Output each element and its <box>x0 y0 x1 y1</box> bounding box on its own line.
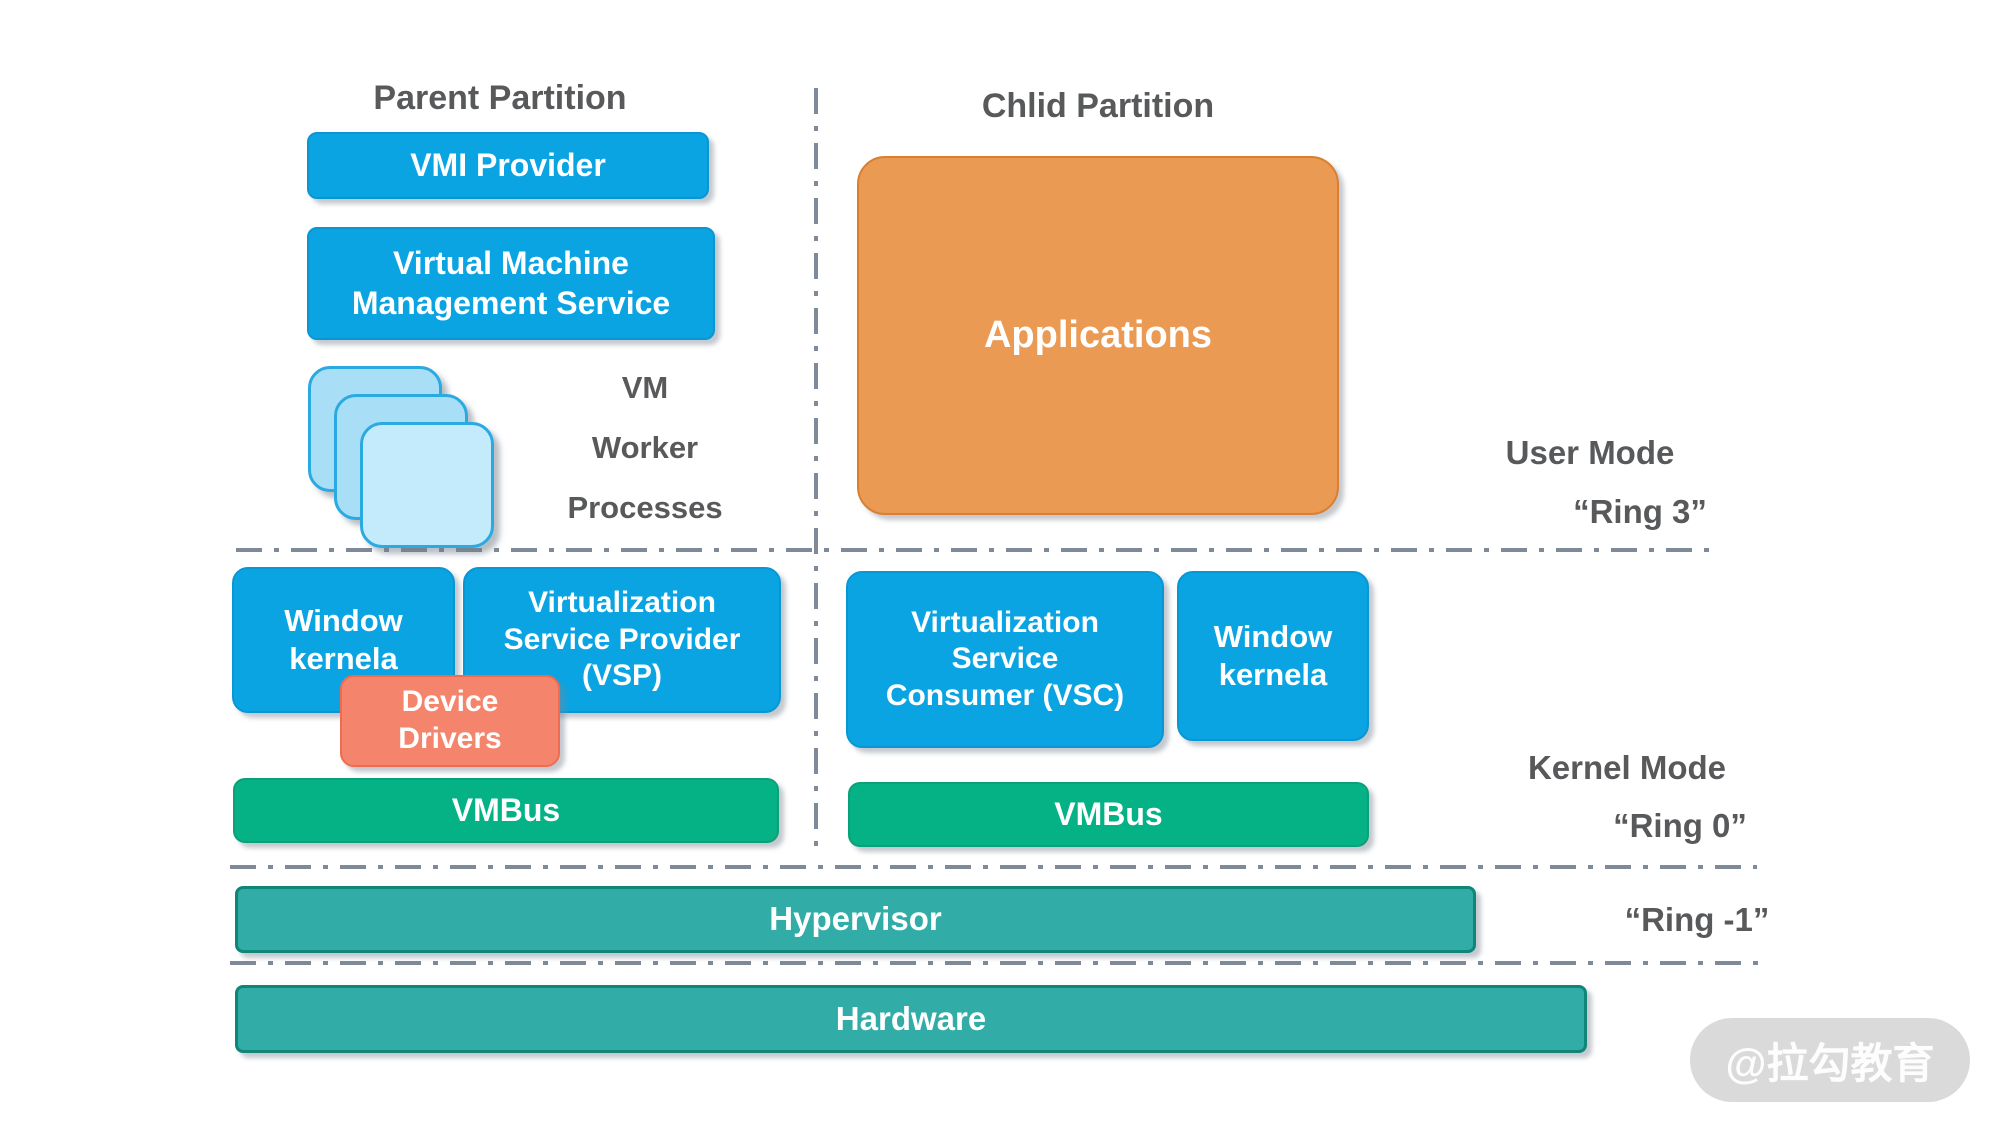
device-drivers-line1: Device <box>401 685 499 719</box>
parent-partition-title: Parent Partition <box>373 79 627 117</box>
hypervisor-label: Hypervisor <box>769 900 942 938</box>
vsc-line1: Virtualization <box>911 605 1099 639</box>
vm-worker-line3: Processes <box>567 490 723 526</box>
child-partition-title: Chlid Partition <box>981 87 1215 125</box>
window-kernel-left-line2: kernela <box>289 641 398 676</box>
vsc-box: Virtualization Service Consumer (VSC) <box>846 571 1164 748</box>
ring-minus1-label: “Ring -1” <box>1624 901 1770 938</box>
vsp-line1: Virtualization <box>528 586 716 620</box>
vmi-provider-box: VMI Provider <box>307 132 709 199</box>
window-kernel-right-box: Window kernela <box>1177 571 1369 741</box>
vmi-provider-label: VMI Provider <box>410 146 606 183</box>
ring0-label: “Ring 0” <box>1613 807 1747 844</box>
window-kernel-right-line2: kernela <box>1218 657 1328 692</box>
vsp-line3: (VSP) <box>581 659 662 693</box>
vmbus-left-bar: VMBus <box>233 778 779 843</box>
applications-label: Applications <box>983 314 1213 357</box>
hardware-label: Hardware <box>835 999 987 1037</box>
window-kernel-right-line1: Window <box>1213 619 1333 655</box>
hypervisor-bar: Hypervisor <box>235 886 1476 953</box>
device-drivers-box: Device Drivers <box>340 675 560 767</box>
watermark-text: @拉勾教育 <box>1725 1039 1935 1087</box>
vm-worker-processes-label: VM Worker Processes <box>540 358 750 538</box>
vmbus-right-bar: VMBus <box>848 782 1369 847</box>
vsp-line2: Service Provider <box>503 622 741 656</box>
vsc-line2: Service <box>951 642 1059 676</box>
vm-worker-line1: VM <box>621 370 669 406</box>
kernel-mode-label: Kernel Mode <box>1527 749 1727 786</box>
vmbus-right-label: VMBus <box>1054 795 1163 832</box>
vm-management-service-box: Virtual Machine Management Service <box>307 227 715 340</box>
user-mode-label: User Mode <box>1505 434 1675 471</box>
vmms-label-line2: Management Service <box>351 284 671 321</box>
applications-box: Applications <box>857 156 1339 515</box>
vmms-label-line1: Virtual Machine <box>393 245 629 282</box>
vmbus-left-label: VMBus <box>451 791 561 828</box>
vm-worker-line2: Worker <box>591 430 699 466</box>
ring3-label: “Ring 3” <box>1573 493 1707 530</box>
vsc-line3: Consumer (VSC) <box>885 678 1125 712</box>
window-kernel-left-line1: Window <box>284 603 403 639</box>
vm-process-square-front <box>360 422 494 548</box>
hardware-bar: Hardware <box>235 985 1587 1053</box>
device-drivers-line2: Drivers <box>398 722 502 755</box>
watermark-badge: @拉勾教育 <box>1690 1018 1970 1102</box>
